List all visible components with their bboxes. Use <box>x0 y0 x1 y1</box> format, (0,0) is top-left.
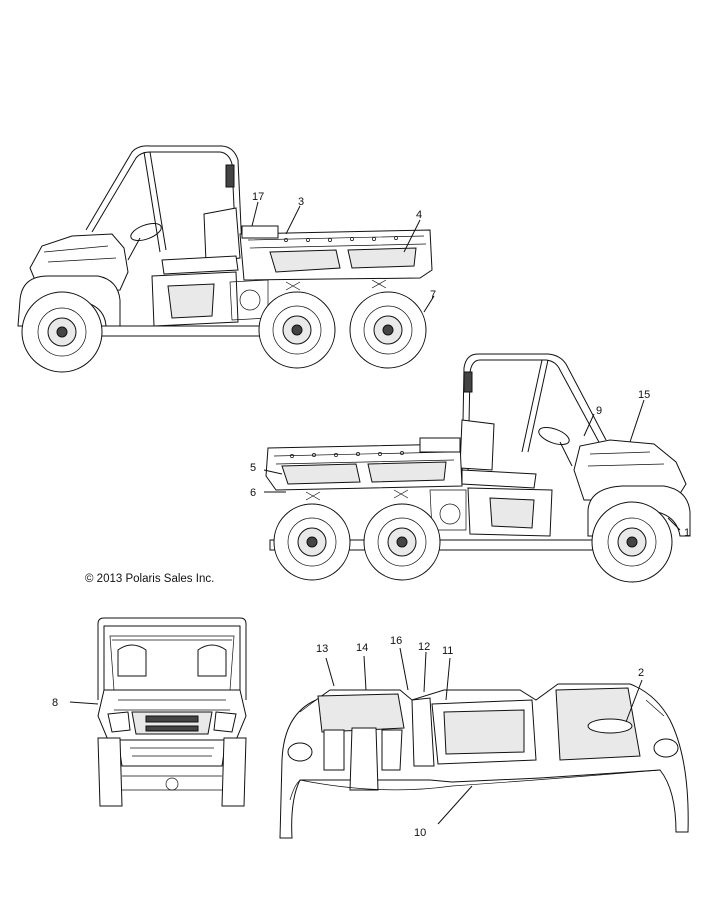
dashboard-view <box>279 647 689 839</box>
callout-13: 13 <box>316 643 328 655</box>
callout-14: 14 <box>356 642 368 654</box>
copyright-text: © 2013 Polaris Sales Inc. <box>85 573 214 585</box>
callout-5: 5 <box>250 462 256 474</box>
middle-wheel-right-view <box>363 503 441 581</box>
callout-17: 17 <box>252 191 264 203</box>
callout-1: 1 <box>684 527 690 539</box>
callout-8: 8 <box>52 697 58 709</box>
middle-wheel-left-view <box>258 291 336 369</box>
callout-11: 11 <box>442 645 453 657</box>
callout-7: 7 <box>430 289 436 301</box>
callout-15: 15 <box>638 389 650 401</box>
rear-wheel-right-view <box>273 503 351 581</box>
front-view <box>69 617 247 807</box>
right-side-view <box>263 353 691 583</box>
callout-6: 6 <box>250 487 256 499</box>
callout-16: 16 <box>390 635 402 647</box>
callout-4: 4 <box>416 209 422 221</box>
left-side-view <box>17 145 435 373</box>
callout-3: 3 <box>298 196 304 208</box>
front-wheel-left-view <box>21 291 103 373</box>
callout-labels: 1 2 3 4 5 6 7 8 9 10 11 12 13 14 15 16 1… <box>52 191 690 839</box>
callout-10: 10 <box>414 827 426 839</box>
rear-wheel-left-view <box>349 291 427 369</box>
callout-2: 2 <box>638 667 644 679</box>
front-wheel-right-view <box>591 501 673 583</box>
callout-9: 9 <box>596 405 602 417</box>
callout-12: 12 <box>418 641 430 653</box>
